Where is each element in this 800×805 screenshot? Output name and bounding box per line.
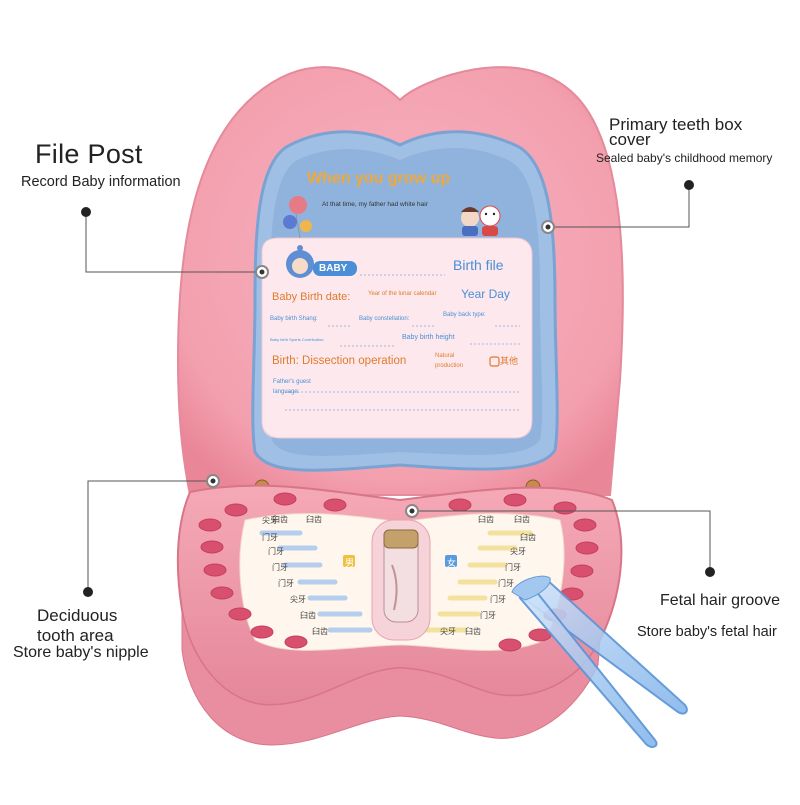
tray-label: 门牙 [272,563,288,572]
baby-badge: BABY [319,263,348,274]
tooth-area-subtitle: Store baby's nipple [13,644,149,661]
tray-label: 尖牙 [510,547,526,556]
tray-label: 臼齿 [465,627,481,636]
guest-label-1: Father's guest [273,379,311,385]
contribution-label: Baby birth Sports Contribution: [270,337,325,342]
tray-label: 门牙 [278,579,294,588]
tray-label: 尖牙 [262,516,278,525]
birth-date-label: Baby Birth date: [272,291,351,303]
hair-groove-title: Fetal hair groove [660,592,781,609]
tray-label: 臼齿 [300,611,316,620]
shang-label: Baby birth Shang: [270,316,318,322]
tray-label: 门牙 [268,547,284,556]
natural-label-2: production [435,363,464,369]
cover-title-1: Primary teeth box [609,115,743,134]
tray-label: 门牙 [505,563,521,572]
gender-badge-girl: 女 [447,558,457,568]
tooth-area-title-1: Deciduous [37,606,118,625]
cover-title-2: cover [609,130,651,149]
tray-label: 臼齿 [272,515,288,524]
natural-label-1: Natural [435,353,455,359]
gender-badge-boy: 男 [345,558,355,568]
other-label: 其他 [500,356,519,366]
file-post-subtitle: Record Baby information [21,174,181,190]
hair-groove-subtitle: Store baby's fetal hair [637,624,777,640]
card-header-sub: At that time, my father had white hair [322,201,428,208]
card-header: When you grow up [307,170,451,187]
birth-file-label: Birth file [453,257,504,273]
tray-label: 门牙 [262,533,278,542]
tray-label: 门牙 [490,595,506,604]
guest-label-2: language: [273,389,300,395]
tray-label: 臼齿 [306,515,322,524]
tray-label: 门牙 [480,611,496,620]
height-label: Baby birth height [402,334,455,341]
lunar-label: Year of the lunar calendar [368,291,437,297]
baby-badge-bg [313,261,357,276]
callout-dots [81,180,715,597]
tray-label: 臼齿 [312,627,328,636]
file-post-title: File Post [35,139,143,169]
constellation-label: Baby constellation: [359,316,410,322]
tweezers [511,575,688,748]
tooth-area-title-2: tooth area [37,626,114,645]
birth-operation-label: Birth: Dissection operation [272,355,407,367]
tray-label: 门牙 [498,579,514,588]
tray-label: 臼齿 [520,533,536,542]
cover-subtitle: Sealed baby's childhood memory [596,151,773,165]
tray-label: 尖牙 [440,627,456,636]
tray-label: 臼齿 [478,515,494,524]
tray-label: 尖牙 [290,595,306,604]
tray-label: 臼齿 [514,515,530,524]
year-day-label: Year Day [461,287,510,301]
back-type-label: Baby back type: [443,312,486,318]
